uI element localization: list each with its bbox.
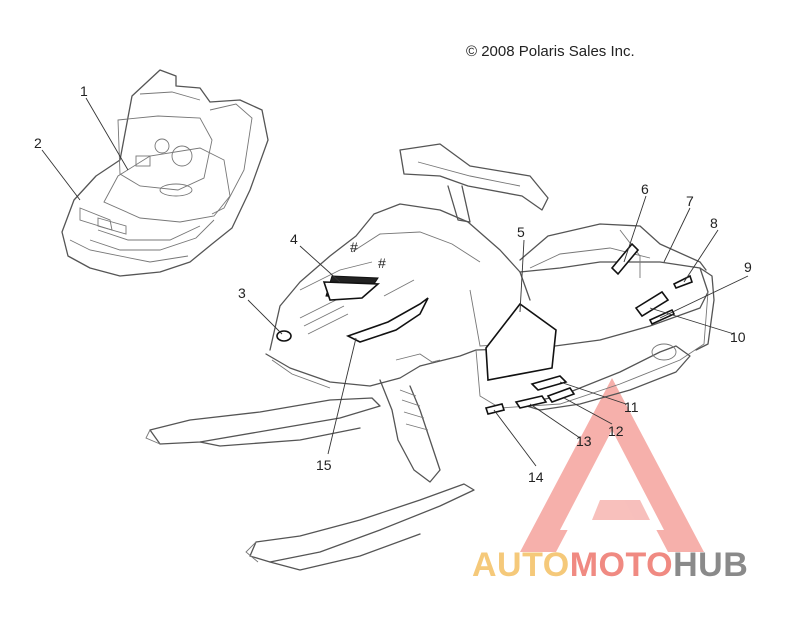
decal-5 [485,302,557,381]
copyright-notice: © 2008 Polaris Sales Inc. [466,43,635,60]
callout-9: 9 [744,259,752,275]
decal-8 [672,274,694,290]
decal-10 [634,290,670,318]
callout-11: 11 [624,399,639,415]
watermark-brand: AUTOMOTOHUB [472,546,748,585]
callout-12: 12 [608,423,624,439]
callout-15: 15 [316,457,332,473]
callout-3: 3 [238,285,246,301]
watermark-triangle-logo [520,378,704,552]
callout-7: 7 [686,193,694,209]
decal-12 [546,387,576,403]
leader-lines [41,97,749,467]
callout-2: 2 [34,135,42,151]
decal-14 [484,403,506,415]
callout-numbers: 1 2 3 4 5 6 7 8 9 10 11 12 13 14 15 [34,83,752,485]
decal-11 [530,375,568,391]
hood-hash-mark: # [378,255,386,271]
decal-3 [276,330,292,342]
hood-hash-mark: # [350,239,358,255]
callout-1: 1 [80,83,88,99]
callout-14: 14 [528,469,544,485]
callout-10: 10 [730,329,746,345]
decal-15 [345,297,429,343]
snowmobile-drawing: # # [145,143,715,571]
decal-13 [514,395,548,409]
callout-8: 8 [710,215,718,231]
console-inset [61,69,269,277]
watermark-hub: HUB [673,546,749,584]
watermark-auto: AUTO [472,546,570,584]
callout-4: 4 [290,231,298,247]
callout-6: 6 [641,181,649,197]
decals [276,242,694,415]
decal-4-outline [322,281,381,301]
watermark-moto: MOTO [569,546,674,584]
callout-13: 13 [576,433,592,449]
callout-5: 5 [517,224,525,240]
